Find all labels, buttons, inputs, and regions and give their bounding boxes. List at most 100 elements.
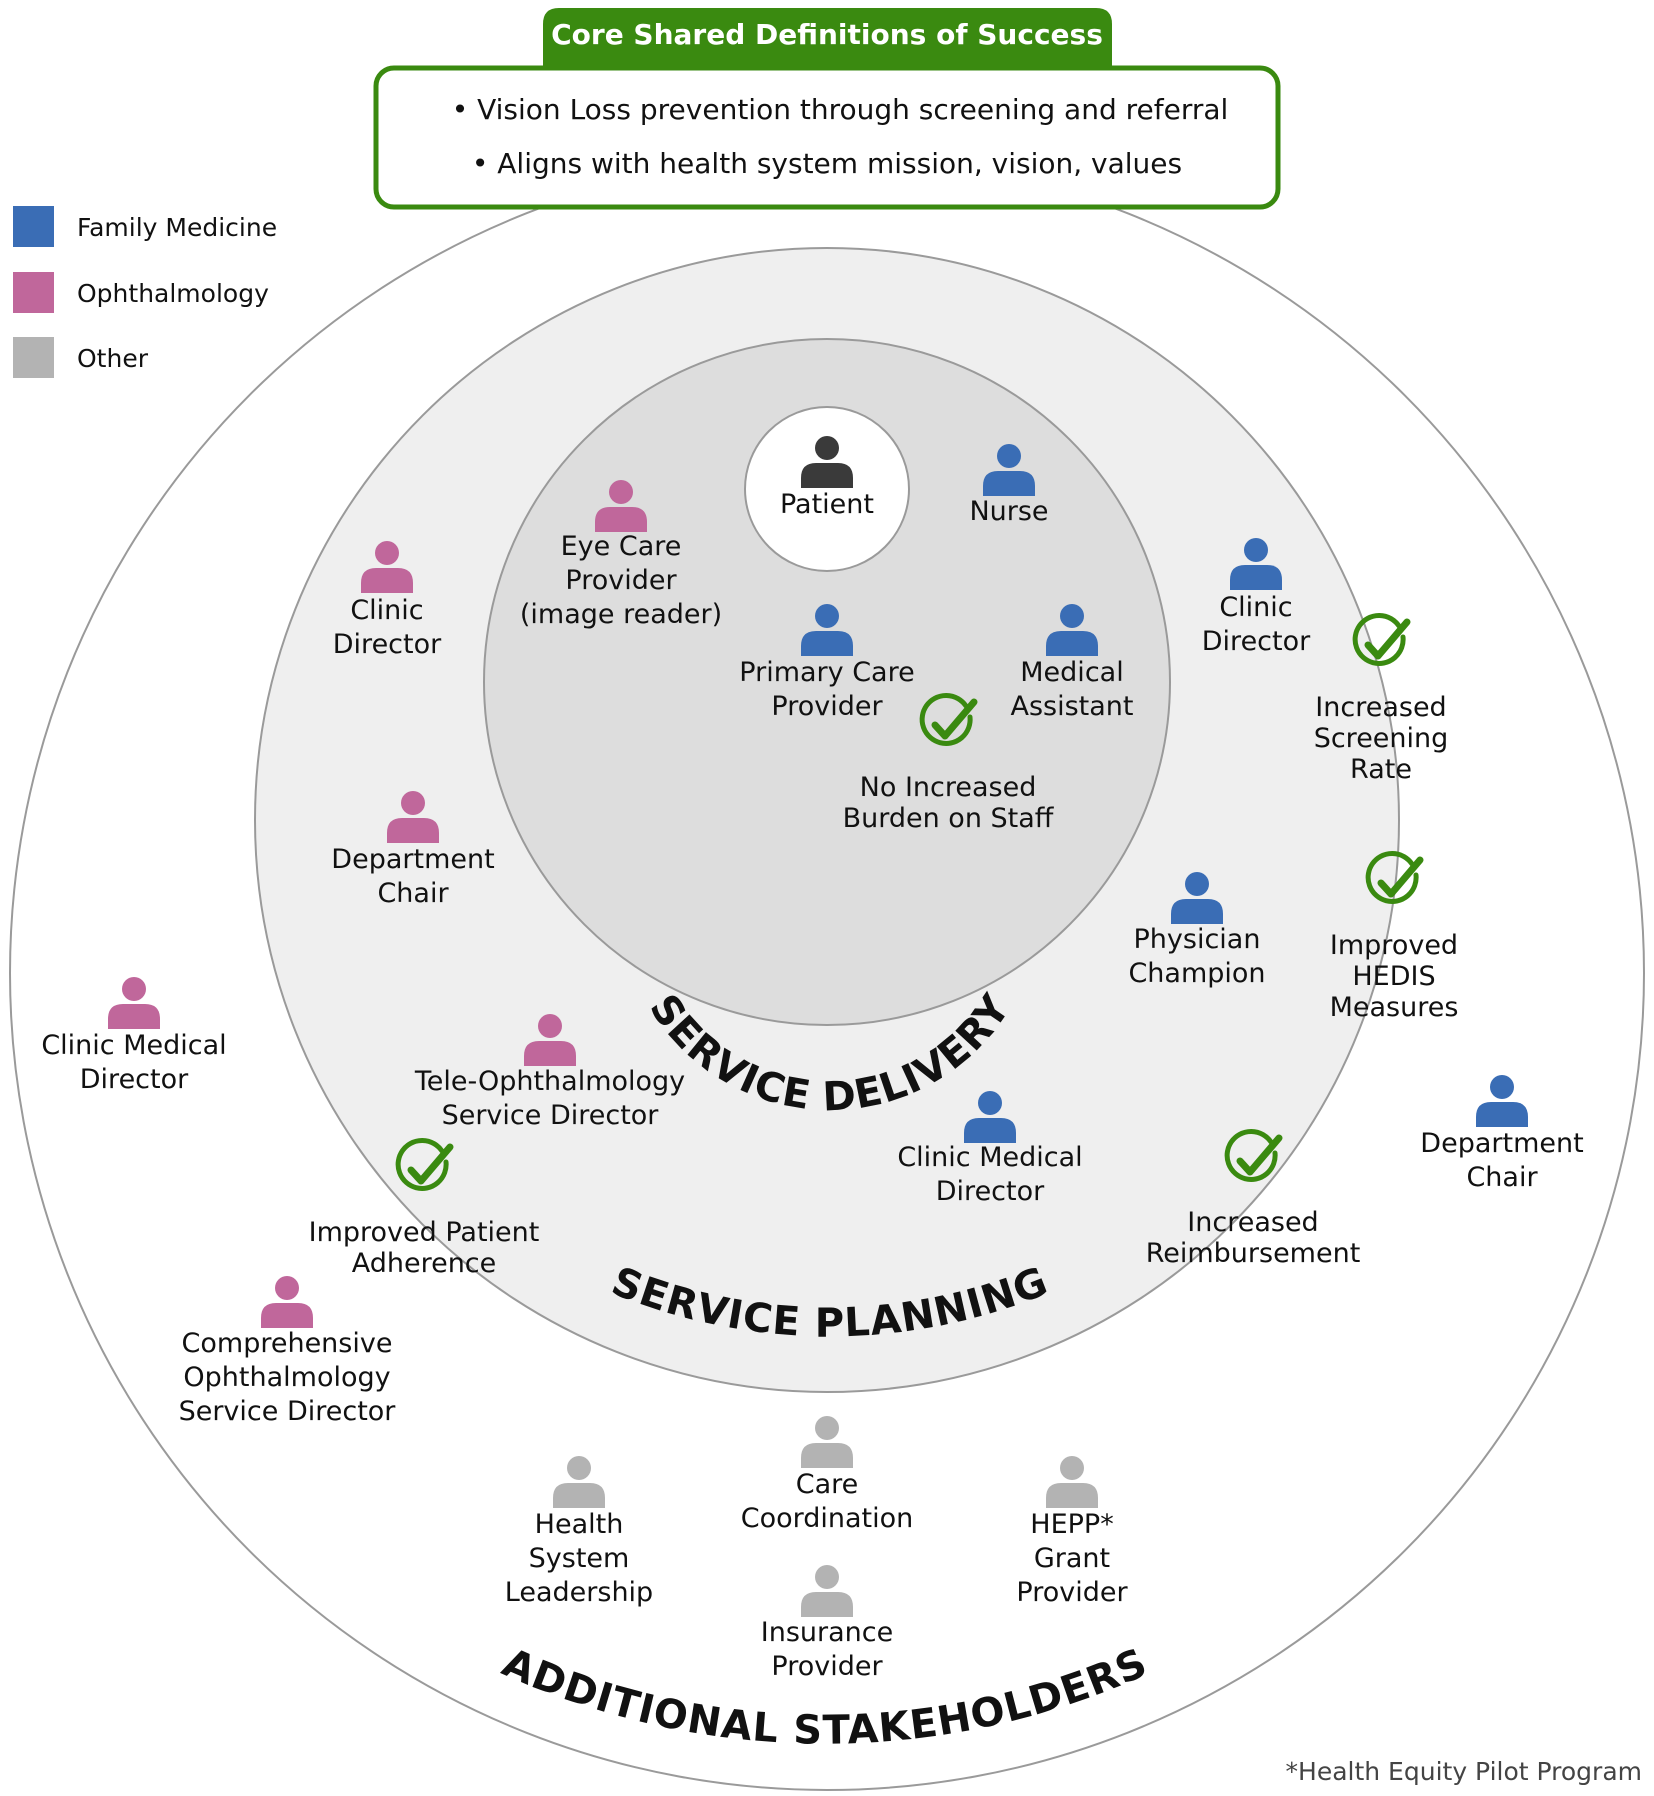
header-title: Core Shared Definitions of Success bbox=[551, 18, 1103, 51]
header-tab bbox=[543, 8, 1112, 70]
stakeholder-label-line: Clinic Medical bbox=[41, 1030, 226, 1061]
person-icon bbox=[261, 1276, 313, 1328]
checkmark-icon bbox=[395, 1137, 454, 1191]
stakeholder-label-line: Ophthalmology bbox=[183, 1362, 390, 1393]
person-icon bbox=[595, 480, 647, 532]
stakeholder-label-line: Clinic Medical bbox=[897, 1142, 1082, 1173]
person-icon bbox=[524, 1014, 576, 1066]
person-icon bbox=[801, 436, 853, 488]
stakeholder-label-line: Assistant bbox=[1010, 691, 1133, 722]
stakeholder-label-line: Provider bbox=[771, 691, 883, 722]
stakeholder-label-line: Care bbox=[796, 1469, 859, 1500]
stakeholder-label-line: Department bbox=[331, 844, 494, 875]
person-icon bbox=[1046, 604, 1098, 656]
stakeholder-label-line: Champion bbox=[1128, 958, 1265, 989]
legend-label-ophthalmology: Ophthalmology bbox=[77, 279, 269, 308]
person-icon bbox=[1171, 872, 1223, 924]
person-icon bbox=[553, 1456, 605, 1508]
stakeholder-label-line: Health bbox=[535, 1509, 624, 1540]
stakeholder-label-line: Director bbox=[80, 1064, 189, 1095]
outcome-label-line: No Increased bbox=[860, 772, 1037, 803]
footnote: *Health Equity Pilot Program bbox=[1286, 1757, 1642, 1786]
stakeholder-label-line: Service Director bbox=[179, 1396, 397, 1427]
stakeholder-label-line: Director bbox=[936, 1176, 1045, 1207]
stakeholder-label-line: Coordination bbox=[741, 1503, 914, 1534]
stakeholder-label-line: (image reader) bbox=[520, 599, 722, 630]
stakeholder-label-line: Tele-Ophthalmology bbox=[414, 1066, 685, 1097]
header-bullet-1: • Vision Loss prevention through screeni… bbox=[452, 93, 1229, 126]
stakeholder-label-line: Eye Care bbox=[561, 531, 682, 562]
legend-label-other: Other bbox=[77, 344, 149, 373]
header: Core Shared Definitions of Success • Vis… bbox=[373, 8, 1281, 210]
patient-circle bbox=[744, 406, 910, 572]
outcome-label-line: HEDIS bbox=[1352, 961, 1435, 992]
stakeholder-label-line: Service Director bbox=[442, 1100, 660, 1131]
stakeholder-patient: Patient bbox=[780, 436, 874, 520]
stakeholder-label-line: Clinic bbox=[1219, 592, 1292, 623]
outcome-label-line: Increased bbox=[1187, 1207, 1318, 1238]
person-icon bbox=[801, 1416, 853, 1468]
person-icon bbox=[1230, 538, 1282, 590]
stakeholder-label-line: Physician bbox=[1134, 924, 1261, 955]
stakeholder-label-line: Director bbox=[1202, 626, 1311, 657]
outcome-label-line: Adherence bbox=[352, 1248, 497, 1279]
header-box bbox=[373, 65, 1281, 210]
checkmark-icon bbox=[1224, 1128, 1283, 1182]
outcome-label-line: Improved Patient bbox=[309, 1217, 540, 1248]
stakeholder-label-line: Primary Care bbox=[739, 657, 914, 688]
stakeholder-label-line: Leadership bbox=[505, 1577, 653, 1608]
stakeholder-label-line: Director bbox=[333, 629, 442, 660]
checkmark-icon bbox=[1365, 850, 1424, 904]
legend-swatch-family-medicine bbox=[13, 206, 54, 247]
person-icon bbox=[1046, 1456, 1098, 1508]
stakeholder-label-line: System bbox=[529, 1543, 630, 1574]
stakeholder-label-line: Comprehensive bbox=[182, 1328, 393, 1359]
stakeholder-label-line: Chair bbox=[377, 878, 449, 909]
outcome-label-line: Burden on Staff bbox=[843, 803, 1055, 834]
checkmark-icon bbox=[1352, 612, 1411, 666]
stakeholder-label-line: Insurance bbox=[761, 1617, 893, 1648]
person-icon bbox=[1476, 1075, 1528, 1127]
person-icon bbox=[801, 1565, 853, 1617]
outcome-label-line: Reimbursement bbox=[1146, 1238, 1361, 1269]
stakeholder-label-line: Provider bbox=[1016, 1577, 1128, 1608]
stakeholder-label-line: Medical bbox=[1020, 657, 1123, 688]
legend-label-family-medicine: Family Medicine bbox=[77, 213, 277, 242]
person-icon bbox=[801, 604, 853, 656]
stakeholder-label-line: Nurse bbox=[969, 496, 1048, 527]
stakeholder-label-line: Chair bbox=[1466, 1162, 1538, 1193]
stakeholder-label-line: Patient bbox=[780, 489, 874, 520]
person-icon bbox=[983, 444, 1035, 496]
person-icon bbox=[361, 541, 413, 593]
stakeholder-label-line: Provider bbox=[565, 565, 677, 596]
header-bullet-2: • Aligns with health system mission, vis… bbox=[472, 147, 1182, 180]
stakeholder-label-line: Grant bbox=[1034, 1543, 1110, 1574]
person-icon bbox=[964, 1091, 1016, 1143]
checkmark-icon bbox=[919, 692, 978, 746]
stakeholder-nurse: Nurse bbox=[969, 444, 1049, 527]
inner-ring bbox=[483, 338, 1171, 1026]
stakeholder-label-line: Provider bbox=[771, 1651, 883, 1682]
